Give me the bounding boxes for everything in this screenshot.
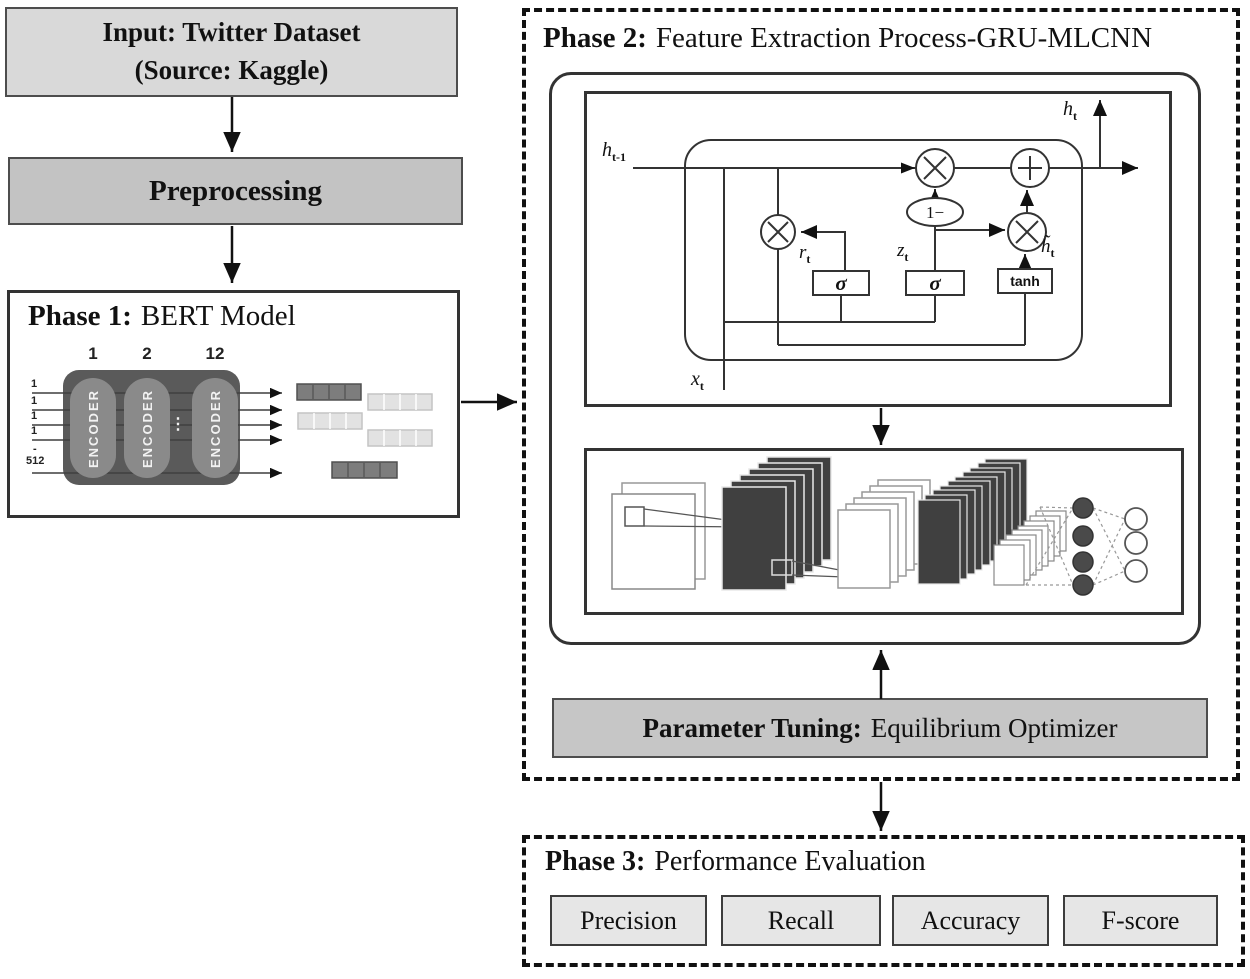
bert-row-label-2: 1 — [31, 395, 38, 407]
phase2-title-rest: Feature Extraction Process-GRU-MLCNN — [655, 22, 1153, 54]
cnn-diagram — [611, 456, 1148, 596]
sigma-label-z: σ — [929, 270, 941, 295]
bert-row-label-512: 512 — [26, 455, 45, 467]
parameter-tuning-prefix: Parameter Tuning: — [642, 712, 862, 743]
multiply-icon-2 — [760, 214, 796, 250]
gru-mlcnn-container — [549, 72, 1201, 645]
multiply-icon-3 — [1007, 212, 1047, 252]
phase3-title-prefix: Phase 3: — [545, 846, 646, 877]
one-minus-label: 1− — [926, 203, 944, 222]
label-h-prev: ht-1 — [602, 139, 626, 164]
cnn-kernel-2 — [771, 559, 793, 576]
phase1-title: Phase 1:BERT Model — [28, 300, 296, 333]
phase2-title: Phase 2:Feature Extraction Process-GRU-M… — [543, 22, 1152, 55]
phase3-title: Phase 3: Performance Evaluation — [545, 846, 926, 878]
phase1-title-prefix: Phase 1: — [28, 300, 132, 332]
encoder-label-2: ENCODER — [139, 388, 155, 468]
parameter-tuning-box: Parameter Tuning: Equilibrium Optimizer — [552, 698, 1208, 758]
encoder-col-label-1: 1 — [88, 344, 98, 363]
gru-r-to-multiply — [801, 225, 846, 270]
phase1-title-rest: BERT Model — [140, 300, 296, 332]
gru-midline-arrowhead — [901, 162, 915, 174]
metric-box-precision: Precision — [550, 895, 707, 946]
tanh-box: tanh — [997, 268, 1053, 294]
phase3-dashed-box — [522, 835, 1245, 967]
input-box-line2: (Source: Kaggle) — [134, 55, 329, 85]
cnn-rect — [584, 448, 1184, 615]
encoder-label-3: ENCODER — [207, 388, 223, 468]
label-r-gate: rt — [799, 242, 811, 266]
plus-icon — [1010, 148, 1050, 188]
cnn-pool1-stack — [837, 479, 931, 589]
label-z-gate: zt — [897, 240, 909, 264]
encoder-pill-1: ENCODER — [70, 378, 116, 478]
bert-row-label-dash: - — [33, 443, 37, 455]
label-h-tilde: h̃t — [1041, 236, 1055, 260]
cnn-conv1-stack — [721, 456, 832, 591]
parameter-tuning-rest: Equilibrium Optimizer — [870, 712, 1118, 743]
input-dataset-box: Input: Twitter Dataset (Source: Kaggle) — [5, 7, 458, 97]
token-bars — [296, 383, 433, 479]
token-bar-light-1 — [367, 393, 433, 411]
encoder-col-label-2: 2 — [142, 344, 152, 363]
sigma-box-r: σ — [812, 270, 870, 296]
phase2-dashed-box — [522, 8, 1240, 781]
cnn-conv2-stack — [917, 458, 1028, 585]
encoder-ellipsis: ⋮ — [170, 416, 186, 433]
encoder-pill-3: ENCODER — [192, 378, 238, 478]
gru-outer-rect — [584, 91, 1172, 407]
cnn-fc-neurons — [1072, 497, 1094, 596]
sigma-label-r: σ — [835, 270, 847, 295]
gru-diagram: 1− — [633, 100, 1138, 390]
token-bar-dark-1 — [296, 383, 362, 401]
token-bar-light-3 — [367, 429, 433, 447]
metric-box-recall: Recall — [721, 895, 881, 946]
sigma-box-z: σ — [905, 270, 965, 296]
cnn-input-pages — [611, 482, 750, 590]
cnn-fc-connections — [1025, 506, 1126, 586]
input-box-line1: Input: Twitter Dataset — [102, 17, 361, 48]
cnn-output-neurons — [1124, 507, 1148, 583]
flow-arrows — [223, 97, 890, 831]
preprocessing-box: Preprocessing — [8, 157, 463, 225]
metric-box-accuracy: Accuracy — [892, 895, 1049, 946]
encoder-col-label-3: 12 — [205, 344, 225, 363]
bert-row-label-1: 1 — [31, 378, 38, 390]
label-h-out: ht — [1063, 98, 1077, 123]
encoder-pill-2: ENCODER — [124, 378, 170, 478]
bert-row-label-3: 1 — [31, 410, 38, 422]
preprocessing-label: Preprocessing — [149, 174, 322, 207]
cnn-kernel-1 — [624, 506, 645, 527]
tanh-label: tanh — [1010, 273, 1040, 289]
multiply-icon-1 — [915, 148, 955, 188]
encoder-label-1: ENCODER — [85, 388, 101, 468]
phase2-title-prefix: Phase 2: — [543, 22, 647, 54]
bert-row-label-4: 1 — [31, 425, 38, 437]
cnn-flatten-stack — [993, 510, 1067, 586]
one-minus-ellipse — [906, 197, 964, 227]
gru-cell-rounded-rect — [684, 139, 1083, 361]
metric-box-fscore: F-score — [1063, 895, 1218, 946]
phase3-title-rest: Performance Evaluation — [654, 846, 926, 877]
token-bar-light-2 — [297, 412, 363, 430]
label-x-in: xt — [691, 368, 704, 393]
token-bar-dark-2 — [331, 461, 398, 479]
